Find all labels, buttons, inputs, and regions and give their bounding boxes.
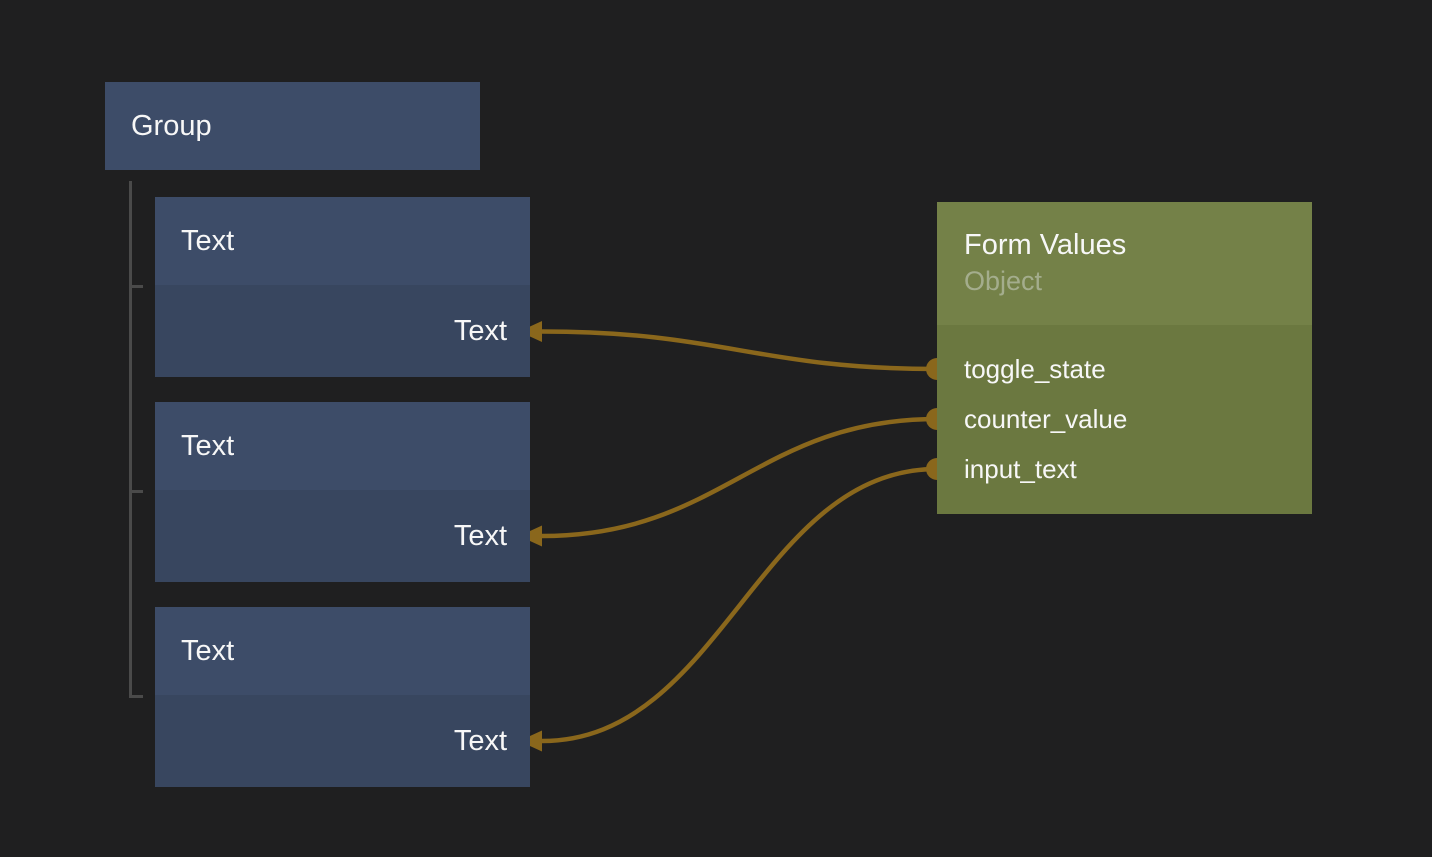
wire-toggle-state-to-text-1[interactable] (539, 329, 940, 372)
node-text-1[interactable]: Text Text (155, 197, 530, 377)
node-text-2-title: Text (181, 429, 235, 462)
output-label-toggle-state: toggle_state (964, 354, 1106, 384)
node-text-1-title: Text (181, 224, 235, 257)
node-text-2[interactable]: Text Text (155, 402, 530, 582)
output-row-counter-value[interactable]: counter_value (937, 394, 1312, 444)
node-text-3-header: Text (155, 607, 530, 695)
tree-branch-tick (129, 285, 143, 288)
node-form-values[interactable]: Form Values Object toggle_state counter_… (937, 202, 1312, 514)
node-form-values-subtitle: Object (964, 266, 1043, 297)
node-form-values-title: Form Values (964, 229, 1127, 262)
node-form-values-header: Form Values Object (937, 202, 1312, 325)
node-text-3-title: Text (181, 634, 235, 667)
node-text-3-input-port-label: Text (453, 724, 507, 757)
node-form-values-body: toggle_state counter_value input_text (937, 325, 1312, 514)
wire-group-input-text (519, 458, 948, 752)
node-text-2-header: Text (155, 402, 530, 490)
wire-arrowhead-icon (519, 321, 542, 342)
wire-group-toggle-state (519, 321, 948, 380)
node-text-2-input-port-row[interactable]: Text (155, 490, 530, 582)
node-text-1-input-port-label: Text (453, 314, 507, 347)
output-row-input-text[interactable]: input_text (937, 444, 1312, 494)
node-text-1-header: Text (155, 197, 530, 285)
output-label-counter-value: counter_value (964, 404, 1128, 434)
node-text-1-input-port-row[interactable]: Text (155, 285, 530, 377)
tree-branch-tick (129, 695, 143, 698)
node-group-title: Group (131, 109, 212, 142)
wire-arrowhead-icon (519, 730, 542, 752)
node-group[interactable]: Group (105, 82, 480, 170)
node-text-2-input-port-label: Text (453, 519, 507, 552)
tree-connector-line (129, 181, 132, 698)
output-row-toggle-state[interactable]: toggle_state (937, 344, 1312, 394)
wire-arrowhead-icon (519, 525, 542, 547)
output-label-input-text: input_text (964, 454, 1077, 484)
wire-input-text-to-text-3[interactable] (539, 466, 940, 744)
node-text-3-input-port-row[interactable]: Text (155, 695, 530, 787)
node-text-3[interactable]: Text Text (155, 607, 530, 787)
tree-branch-tick (129, 490, 143, 493)
wire-counter-value-to-text-2[interactable] (539, 416, 940, 539)
